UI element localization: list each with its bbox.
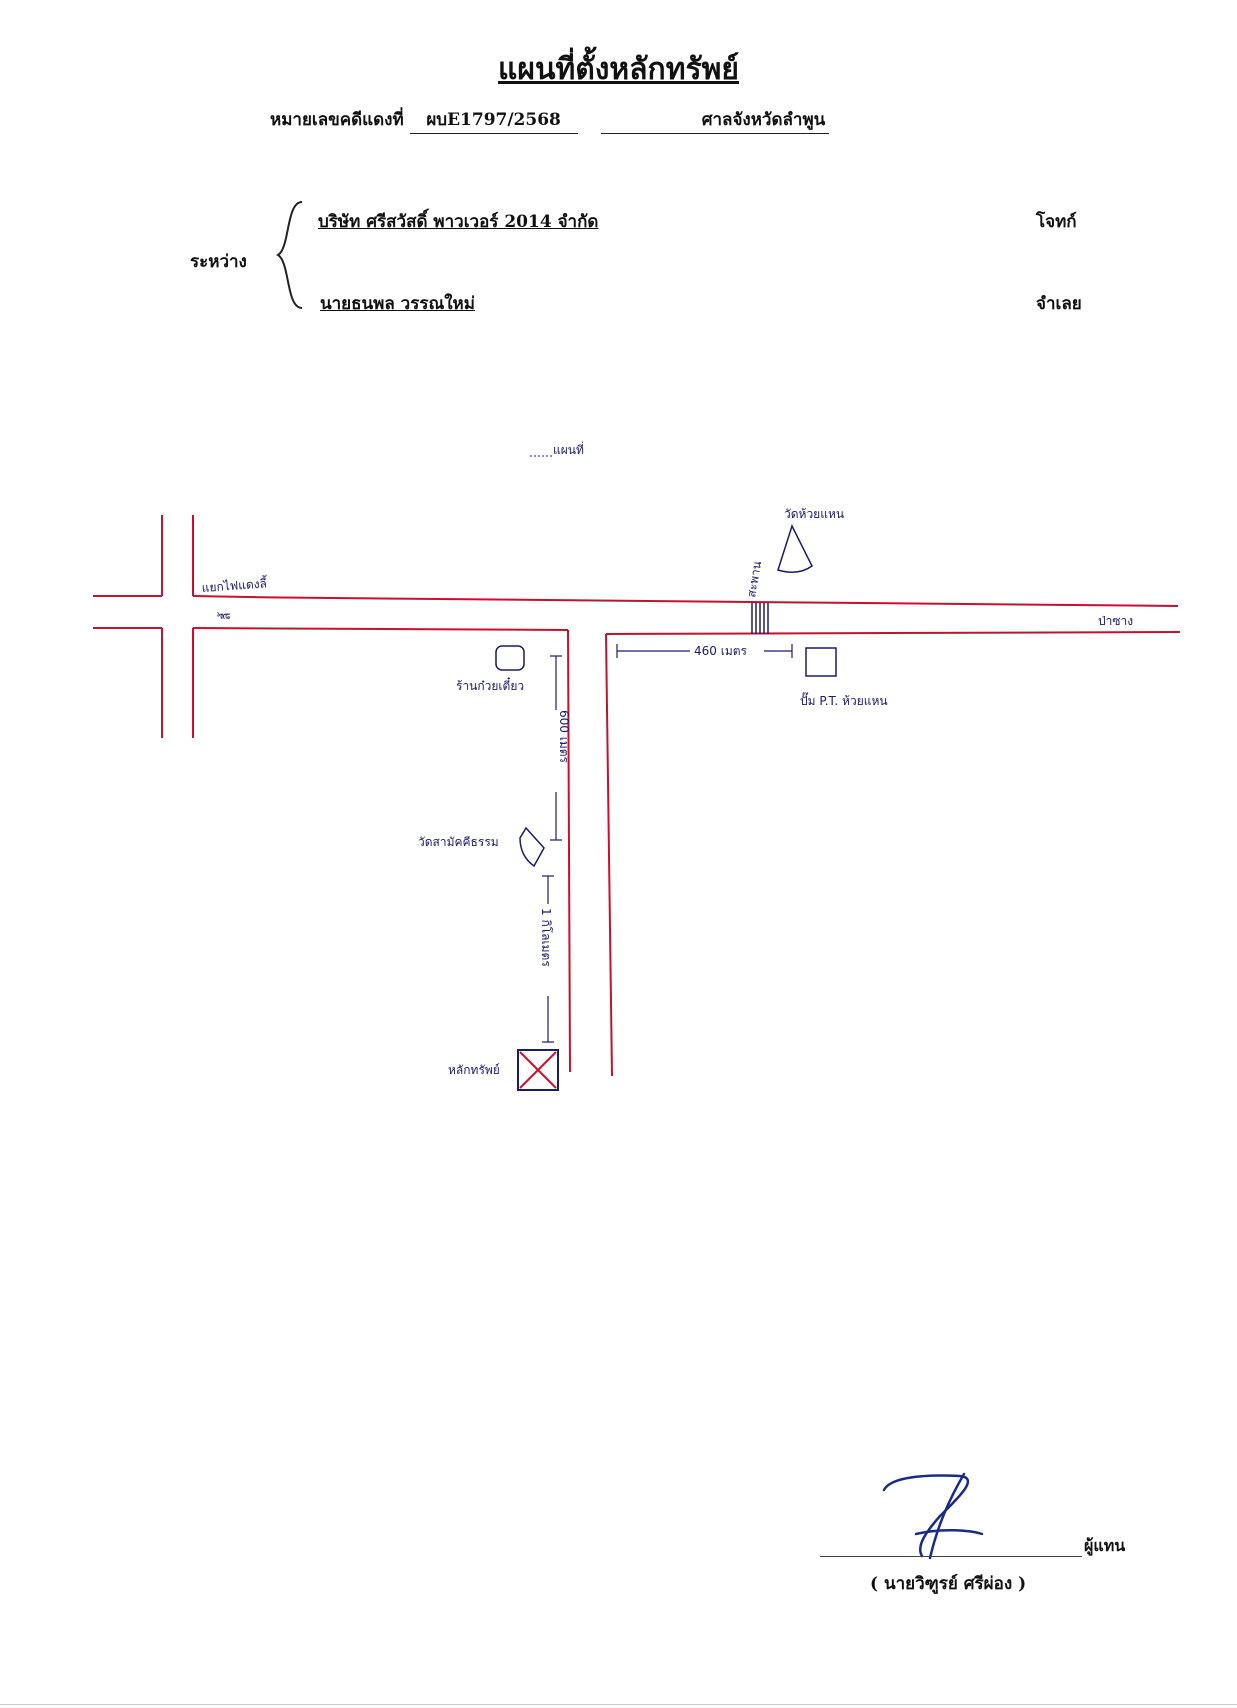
representative-name: ( นายวิฑูรย์ ศรีผ่อง ): [870, 1574, 1027, 1594]
pt-station-icon: [805, 647, 837, 677]
road-network: [93, 515, 1181, 1077]
case-number: ผบE1797/2568: [409, 106, 578, 134]
property-x-mark-b: [519, 1051, 557, 1089]
noodle-shop-icon: [495, 645, 525, 671]
direction-label: ป่าซาง: [1098, 614, 1133, 628]
distance-460-label: 460 เมตร: [694, 644, 748, 658]
signature-mark: [882, 1472, 984, 1560]
side-road-west-edge: [567, 629, 571, 1073]
main-road-south-edge-west: [192, 627, 569, 631]
pt-station-label: ปั๊ม P.T. ห้วยแหน: [800, 692, 888, 708]
distance-600-marker: [550, 655, 562, 841]
representative-label: ผู้แทน: [1084, 1536, 1126, 1555]
document-title: แผนที่ตั้งหลักทรัพย์: [498, 52, 739, 87]
between-label: ระหว่าง: [190, 252, 247, 272]
temple-huai-haen-icon: [777, 524, 813, 573]
temple-samakkhitham-label: วัดสามัคคีธรรม: [418, 835, 499, 849]
plaintiff-role: โจทก์: [1036, 212, 1077, 232]
main-road-north-edge: [192, 595, 1179, 607]
distance-600-label: 600 เมตร: [557, 710, 571, 764]
property-label: หลักทรัพย์: [448, 1063, 500, 1077]
plaintiff-name: บริษัท ศรีสวัสดิ์ พาวเวอร์ 2014 จำกัด: [318, 212, 599, 232]
case-label: หมายเลขคดีแดงที่: [270, 110, 404, 130]
li-label: ลี้: [217, 612, 233, 620]
bridge-label: สะพาน: [744, 560, 764, 598]
main-road-south-edge-east: [605, 631, 1181, 635]
temple-huai-haen-label: วัดห้วยแหน: [784, 507, 844, 521]
bridge-icon: [751, 603, 769, 634]
temple-samakkhitham-icon: [519, 826, 545, 868]
case-line: หมายเลขคดีแดงที่ ผบE1797/2568 ศาลจังหวัด…: [270, 106, 830, 134]
defendant-name: นายธนพล วรรณใหม่: [320, 294, 475, 314]
court-name: ศาลจังหวัดลำพูน: [601, 106, 830, 134]
page-bottom-edge: [0, 1704, 1237, 1705]
signature-line: [820, 1556, 1082, 1557]
distance-460-marker: [616, 644, 793, 658]
distance-1km-label: 1 กิโลเมตร: [539, 908, 553, 967]
noodle-shop-label: ร้านก๋วยเตี๋ยว: [456, 676, 524, 693]
side-road-east-edge: [605, 633, 613, 1077]
intersection-label: แยกไฟแดงลี้: [201, 574, 268, 595]
defendant-role: จำเลย: [1036, 294, 1082, 314]
brace-icon: [276, 201, 303, 309]
location-map: แผนที่ แยกไฟแดงลี้ ลี้ สะพาน วัดห้วยแหน …: [93, 441, 1181, 1091]
property-icon: [517, 1049, 559, 1091]
map-heading: แผนที่: [553, 441, 584, 457]
distance-1km-marker: [542, 875, 554, 1043]
